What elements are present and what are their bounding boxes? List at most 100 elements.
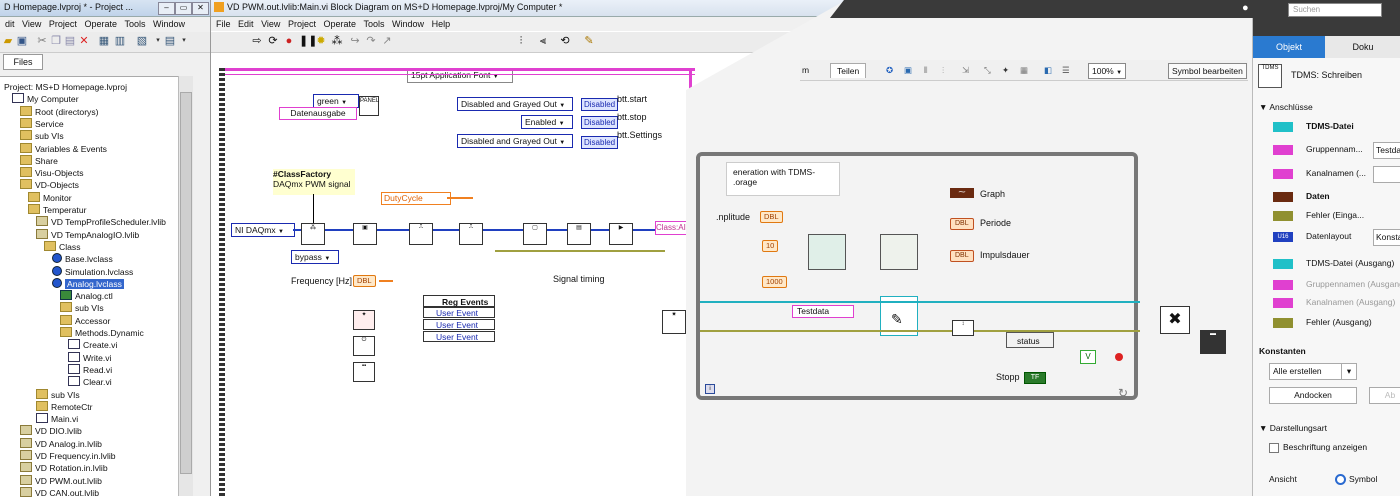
maximize-icon[interactable]: ▭ — [175, 2, 192, 15]
deploy-icon[interactable]: ▥ — [114, 35, 126, 47]
tree-scroll-thumb[interactable] — [180, 92, 192, 474]
bd-menu-tools[interactable]: Tools — [363, 19, 385, 29]
pwm-node-5[interactable]: ▢ — [523, 223, 547, 245]
list-icon[interactable]: ☰ — [1062, 65, 1070, 75]
testdata-constant[interactable]: Testdata — [792, 305, 854, 318]
align-icon[interactable]: ⫴ — [924, 65, 928, 75]
chevron-down-icon[interactable]: ▾ — [156, 37, 160, 44]
reorder-icon[interactable]: ⟲ — [560, 35, 570, 47]
frequency-control[interactable]: DBL — [353, 275, 376, 287]
tree-item[interactable]: VD CAN.out.lvlib — [20, 486, 99, 497]
tree-item[interactable]: Variables & Events — [20, 142, 107, 155]
pwm-dutycycle-node[interactable]: ⎍ — [459, 223, 483, 245]
tree-item[interactable]: VD-Objects — [20, 179, 79, 191]
close-icon[interactable]: ✕ — [192, 2, 209, 15]
abort-icon[interactable]: ● — [285, 35, 293, 47]
start-disabled-property[interactable]: Disabled — [581, 98, 619, 111]
ring-start-state[interactable]: Disabled and Grayed Out ▼ — [457, 97, 573, 111]
tree-item[interactable]: Base.lvclass — [52, 253, 113, 265]
status-unbundle[interactable]: status — [1006, 332, 1054, 348]
tree-item[interactable]: VD PWM.out.lvlib — [20, 474, 102, 487]
project-title-bar[interactable]: D Homepage.lvproj * - Project ... – ▭ ✕ — [0, 0, 210, 17]
search-input[interactable]: Suchen — [1288, 3, 1382, 17]
beschriftung-checkbox[interactable] — [1269, 443, 1279, 453]
cleanup-diagram-icon[interactable]: ✎ — [584, 35, 594, 47]
green-ring-constant[interactable]: green ▼ — [313, 94, 359, 108]
dropdown-icon[interactable]: ▾ — [1341, 363, 1357, 380]
scale-icon[interactable]: ⤡ — [984, 65, 991, 75]
bd-menu-window[interactable]: Window — [392, 19, 425, 29]
user-event-3[interactable]: User Event — [423, 331, 495, 342]
panel-node[interactable]: PANEL — [359, 96, 379, 116]
error-handler-node[interactable]: ▬ — [1200, 330, 1226, 354]
run-arrow-icon[interactable]: ⇨ — [252, 35, 262, 47]
tree-item[interactable]: RemoteCtr — [36, 400, 93, 413]
tree-item[interactable]: My Computer — [12, 93, 79, 105]
connector-field[interactable]: Testda — [1373, 142, 1400, 159]
distribute-icon[interactable]: ⫶ — [942, 65, 945, 75]
tree-item[interactable]: Root (directorys) — [20, 105, 99, 118]
build-icon[interactable]: ▦ — [98, 35, 110, 47]
pulse-measure-express[interactable] — [880, 234, 918, 270]
tree-item[interactable]: Create.vi — [68, 339, 117, 351]
tab-left[interactable]: m — [802, 65, 810, 75]
menu-operate[interactable]: Operate — [84, 19, 117, 29]
tab-objekt[interactable]: Objekt — [1253, 36, 1325, 58]
step-into-icon[interactable]: ↪ — [350, 35, 360, 47]
bd-menu-operate[interactable]: Operate — [323, 19, 356, 29]
view-icon[interactable]: ▧ — [136, 35, 148, 47]
distribute-objects-icon[interactable]: ⫷ — [539, 35, 547, 47]
block-icon[interactable]: ▦ — [1020, 65, 1029, 75]
stop-ref-icon[interactable]: ⏻ — [353, 336, 375, 356]
panel-icon[interactable]: ◧ — [1044, 65, 1053, 75]
tree-item[interactable]: Analog.lvclass — [52, 277, 124, 290]
delete-icon[interactable]: ✕ — [79, 35, 89, 47]
graph-terminal[interactable]: ⁓ — [950, 188, 974, 198]
tree-item[interactable]: VD Analog.in.lvlib — [20, 437, 102, 450]
size-icon[interactable]: ⇲ — [962, 65, 970, 75]
tree-item[interactable]: Visu-Objects — [20, 167, 84, 179]
tree-item[interactable]: VD DIO.lvlib — [20, 425, 82, 437]
tree-item[interactable]: Accessor — [60, 314, 110, 327]
open-folder-icon[interactable]: ▰ — [3, 35, 13, 47]
stop-condition-icon[interactable] — [1115, 353, 1123, 361]
datenausgabe-constant[interactable]: Datenausgabe — [279, 107, 357, 120]
const-10[interactable]: 10 — [762, 240, 779, 252]
ab-button[interactable]: Ab — [1369, 387, 1400, 404]
cut-icon[interactable]: ✂ — [37, 35, 47, 47]
bd-title-bar[interactable]: VD PWM.out.lvlib:Main.vi Block Diagram o… — [211, 0, 851, 17]
unbundle-node[interactable]: ↕ — [952, 320, 974, 336]
section-anschluesse[interactable]: ▼ Anschlüsse — [1259, 102, 1313, 112]
bd-menu-project[interactable]: Project — [287, 19, 316, 29]
tab-teilen[interactable]: Teilen — [830, 63, 867, 78]
user-event-ref-1[interactable]: ✦ — [353, 310, 375, 330]
tree-item[interactable]: VD TempAnalogIO.lvlib — [36, 228, 139, 241]
align-objects-icon[interactable]: ⫶ — [519, 35, 523, 47]
tree-item[interactable]: Read.vi — [68, 363, 112, 376]
settings-disabled-property[interactable]: Disabled — [581, 136, 619, 149]
tree-item[interactable]: sub VIs — [60, 302, 104, 314]
block-diagram-canvas[interactable]: green ▼ PANEL Datenausgabe Disabled and … — [211, 52, 1251, 496]
bd-menu-file[interactable]: File — [216, 19, 231, 29]
bypass-ring[interactable]: bypass ▼ — [291, 250, 339, 264]
symbol-bearbeiten-button[interactable]: Symbol bearbeiten — [1168, 63, 1247, 79]
chat-icon[interactable]: ● — [1242, 2, 1249, 14]
andocken-button[interactable]: Andocken — [1269, 387, 1357, 404]
tree-item[interactable]: Write.vi — [68, 351, 112, 364]
or-node[interactable]: V — [1080, 350, 1096, 364]
copy-icon[interactable]: ❐ — [51, 35, 61, 47]
menu-project[interactable]: Project — [48, 19, 77, 29]
bd-menu-edit[interactable]: Edit — [238, 19, 254, 29]
tree-item[interactable]: Clear.vi — [68, 376, 112, 388]
tab-doku[interactable]: Doku — [1325, 36, 1400, 58]
pwm-factory-node[interactable]: ▣ — [353, 223, 377, 245]
minimize-icon[interactable]: – — [158, 2, 175, 15]
user-event-1[interactable]: User Event — [423, 307, 495, 318]
bd-menu-help[interactable]: Help — [431, 19, 451, 29]
tree-item[interactable]: VD TempProfileScheduler.lvlib — [36, 216, 166, 228]
zoom-selector[interactable]: 100% ▼ — [1088, 63, 1127, 79]
tree-item[interactable]: sub VIs — [36, 388, 80, 401]
tree-item[interactable]: Temperatur — [28, 204, 86, 216]
ni-daqmx-ring[interactable]: NI DAQmx ▼ — [231, 223, 295, 237]
tree-item[interactable]: VD Frequency.in.lvlib — [20, 450, 116, 462]
